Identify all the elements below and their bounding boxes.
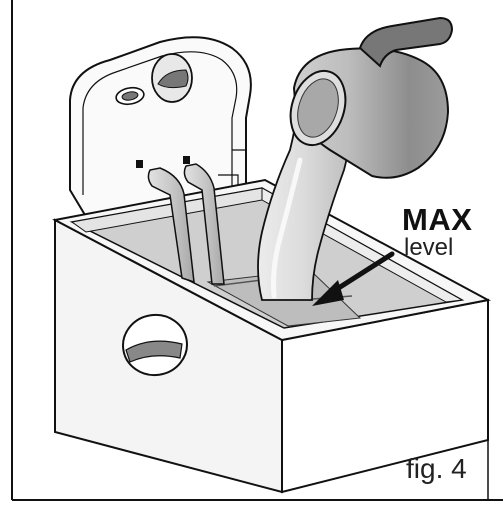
thermostat-knob-grip (157, 69, 189, 89)
arrow-to-max-level-icon (312, 251, 395, 306)
control-panel (69, 36, 252, 216)
control-panel-inner-edge (82, 51, 238, 195)
panel-socket-left (136, 160, 143, 168)
pouring-liquid-highlight (271, 157, 303, 299)
figure-caption: fig. 4 (406, 453, 467, 484)
heating-element-rod-left (147, 167, 195, 284)
tank-handle-icon (122, 313, 188, 377)
pouring-jug-icon (289, 16, 454, 179)
indicator-light-icon (115, 86, 145, 106)
max-label: MAX (402, 202, 473, 237)
heating-element-rod-right (183, 163, 225, 285)
panel-socket-right (183, 156, 190, 164)
level-label: level (404, 234, 454, 261)
